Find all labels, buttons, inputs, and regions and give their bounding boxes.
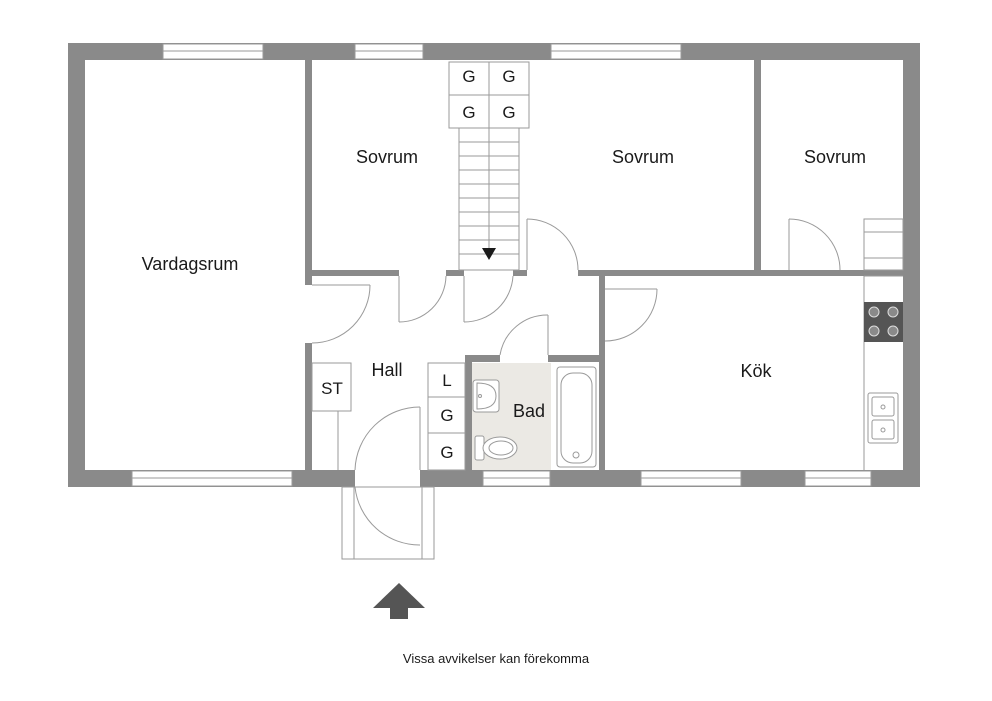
room-hall: Hall (371, 360, 402, 380)
windows-top (162, 43, 682, 60)
sink-icon (867, 392, 899, 444)
entrance-arrow-icon (373, 583, 425, 619)
room-sovrum-1: Sovrum (356, 147, 418, 167)
washbasin-icon (472, 379, 500, 413)
bathtub-icon (556, 366, 597, 468)
room-kok: Kök (740, 361, 772, 381)
room-bad: Bad (513, 401, 545, 421)
closet-g-5: G (440, 406, 453, 425)
closet-g-1: G (462, 67, 475, 86)
entrance-step (341, 486, 435, 560)
room-sovrum-3: Sovrum (804, 147, 866, 167)
closet-g-3: G (462, 103, 475, 122)
closet-g-2: G (502, 67, 515, 86)
room-vardagsrum: Vardagsrum (142, 254, 239, 274)
stair-direction-arrow-icon (482, 248, 496, 260)
doors (311, 218, 841, 546)
room-sovrum-2: Sovrum (612, 147, 674, 167)
windows-bottom (131, 470, 872, 487)
closet-g-4: G (502, 103, 515, 122)
disclaimer-text: Vissa avvikelser kan förekomma (402, 651, 590, 666)
closet-l: L (442, 371, 451, 390)
toilet-icon (474, 435, 518, 461)
entrance-opening (355, 469, 420, 488)
closet-g-6: G (440, 443, 453, 462)
staircase (458, 127, 520, 271)
stair-closets (448, 61, 530, 129)
hall-closets (311, 362, 466, 471)
closet-st: ST (321, 379, 343, 398)
interior-walls (305, 60, 904, 470)
stove-icon (864, 302, 903, 342)
